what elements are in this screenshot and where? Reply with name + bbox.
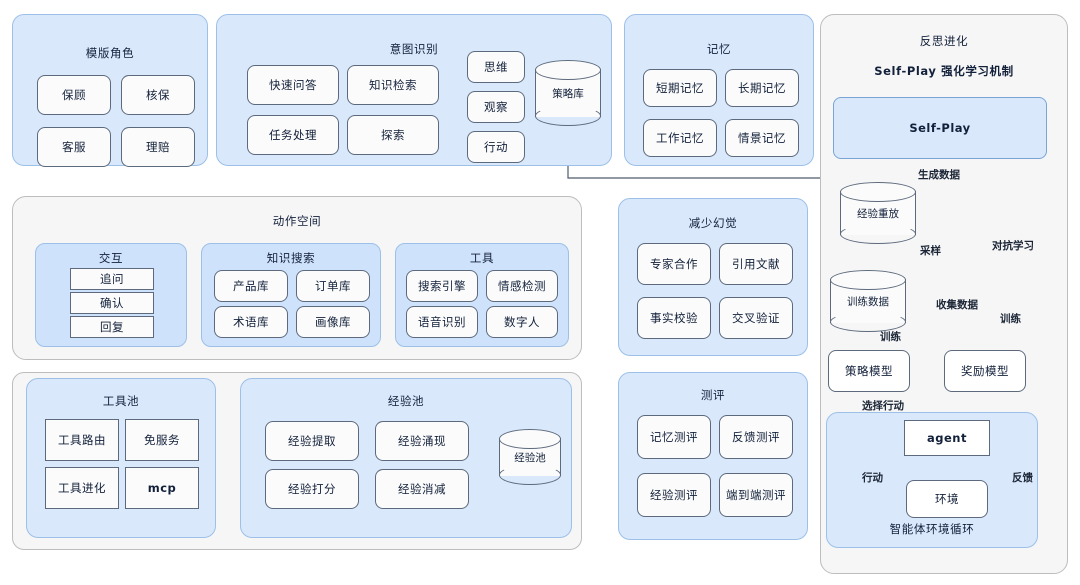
node-memory-4[interactable]: 情景记忆 — [725, 119, 799, 157]
node-experience-1[interactable]: 经验提取 — [265, 421, 359, 461]
node-tool-3[interactable]: 语音识别 — [406, 306, 478, 338]
group-title-template-roles: 模版角色 — [85, 46, 135, 60]
node-hallucination-4[interactable]: 交叉验证 — [719, 297, 793, 339]
node-tool-pool-4[interactable]: mcp — [125, 467, 199, 509]
node-intent-1[interactable]: 快速问答 — [247, 65, 339, 105]
node-knowledge-1[interactable]: 产品库 — [214, 270, 288, 302]
node-evaluation-2[interactable]: 反馈测评 — [719, 415, 793, 459]
database-training-data[interactable]: 训练数据 — [830, 270, 906, 332]
edge-label-sampling: 采样 — [920, 245, 941, 257]
node-memory-3[interactable]: 工作记忆 — [643, 119, 717, 157]
node-hallucination-1[interactable]: 专家合作 — [637, 243, 711, 285]
edge-label-train-right: 训练 — [1000, 313, 1021, 325]
node-interaction-1[interactable]: 追问 — [70, 268, 154, 290]
node-experience-4[interactable]: 经验消减 — [375, 469, 469, 509]
group-action-space: 动作空间 交互 追问 确认 回复 知识搜索 产品库 订单库 术语库 画像库 工具… — [12, 196, 582, 360]
group-reduce-hallucination: 减少幻觉 专家合作 引用文献 事实校验 交叉验证 — [618, 198, 808, 356]
group-title-action-space: 动作空间 — [272, 214, 322, 228]
group-experience-pool: 经验池 经验提取 经验涌现 经验打分 经验消减 经验池 — [240, 378, 572, 538]
node-template-role-4[interactable]: 理赔 — [121, 127, 195, 167]
node-evaluation-3[interactable]: 经验测评 — [637, 473, 711, 517]
node-template-role-2[interactable]: 核保 — [121, 75, 195, 115]
group-title-tool-pool: 工具池 — [102, 394, 140, 408]
group-title-hallucination: 减少幻觉 — [688, 216, 738, 230]
node-self-play[interactable]: Self-Play — [833, 97, 1047, 159]
node-knowledge-4[interactable]: 画像库 — [296, 306, 370, 338]
group-title-reflection: 反思进化 — [919, 34, 969, 48]
group-title-agent-loop: 智能体环境循环 — [889, 522, 975, 536]
group-evaluation: 测评 记忆测评 反馈测评 经验测评 端到端测评 — [618, 372, 808, 540]
node-evaluation-4[interactable]: 端到端测评 — [719, 473, 793, 517]
node-intent-4[interactable]: 探索 — [347, 115, 439, 155]
edge-label-generate-data: 生成数据 — [918, 169, 960, 181]
node-hallucination-3[interactable]: 事实校验 — [637, 297, 711, 339]
group-memory: 记忆 短期记忆 长期记忆 工作记忆 情景记忆 — [624, 14, 814, 166]
database-experience-pool[interactable]: 经验池 — [499, 429, 561, 485]
node-intent-3[interactable]: 任务处理 — [247, 115, 339, 155]
database-label-experience-pool: 经验池 — [514, 451, 546, 464]
cylinder-bottom — [535, 106, 601, 126]
subgroup-knowledge-search: 知识搜索 产品库 订单库 术语库 画像库 — [201, 243, 381, 347]
node-evaluation-1[interactable]: 记忆测评 — [637, 415, 711, 459]
node-knowledge-3[interactable]: 术语库 — [214, 306, 288, 338]
node-agent[interactable]: agent — [904, 420, 990, 456]
subgroup-title-knowledge: 知识搜索 — [266, 251, 316, 265]
database-label-strategy: 策略库 — [552, 87, 584, 100]
node-memory-1[interactable]: 短期记忆 — [643, 69, 717, 107]
node-intent-side-3[interactable]: 行动 — [467, 131, 525, 163]
edge-label-select-action: 选择行动 — [862, 400, 904, 412]
node-interaction-3[interactable]: 回复 — [70, 316, 154, 338]
node-intent-side-2[interactable]: 观察 — [467, 91, 525, 123]
group-title-experience-pool: 经验池 — [387, 394, 425, 408]
database-label-training-data: 训练数据 — [847, 295, 889, 308]
subgroup-tools: 工具 搜索引擎 情感检测 语音识别 数字人 — [395, 243, 569, 347]
node-tool-pool-1[interactable]: 工具路由 — [45, 419, 119, 461]
node-tool-pool-2[interactable]: 免服务 — [125, 419, 199, 461]
cylinder-bottom — [830, 312, 906, 332]
group-tool-pool: 工具池 工具路由 免服务 工具进化 mcp — [26, 378, 216, 538]
group-subtitle-selfplay-rl: Self-Play 强化学习机制 — [874, 64, 1014, 78]
node-reward-model[interactable]: 奖励模型 — [944, 350, 1026, 392]
node-tool-pool-3[interactable]: 工具进化 — [45, 467, 119, 509]
edge-label-collect-data: 收集数据 — [936, 299, 978, 311]
node-environment[interactable]: 环境 — [906, 480, 988, 518]
subgroup-interaction: 交互 追问 确认 回复 — [35, 243, 187, 347]
edge-label-train-left: 训练 — [880, 331, 901, 343]
node-experience-3[interactable]: 经验打分 — [265, 469, 359, 509]
node-tool-4[interactable]: 数字人 — [486, 306, 558, 338]
node-policy-model[interactable]: 策略模型 — [828, 350, 910, 392]
node-knowledge-2[interactable]: 订单库 — [296, 270, 370, 302]
group-title-intent: 意图识别 — [389, 42, 439, 56]
cylinder-bottom — [840, 224, 916, 244]
node-experience-2[interactable]: 经验涌现 — [375, 421, 469, 461]
group-template-roles: 模版角色 保顾 核保 客服 理赔 — [12, 14, 208, 167]
node-memory-2[interactable]: 长期记忆 — [725, 69, 799, 107]
node-tool-2[interactable]: 情感检测 — [486, 270, 558, 302]
database-experience-replay[interactable]: 经验重放 — [840, 182, 916, 244]
node-template-role-3[interactable]: 客服 — [37, 127, 111, 167]
cylinder-top — [840, 182, 916, 202]
node-hallucination-2[interactable]: 引用文献 — [719, 243, 793, 285]
node-template-role-1[interactable]: 保顾 — [37, 75, 111, 115]
subgroup-title-interaction: 交互 — [98, 251, 124, 265]
edge-label-feedback: 反馈 — [1012, 472, 1033, 484]
database-label-experience-replay: 经验重放 — [857, 207, 899, 220]
cylinder-bottom — [499, 465, 561, 485]
node-intent-side-1[interactable]: 思维 — [467, 51, 525, 83]
cylinder-top — [535, 60, 601, 80]
node-interaction-2[interactable]: 确认 — [70, 292, 154, 314]
node-tool-1[interactable]: 搜索引擎 — [406, 270, 478, 302]
edge-label-action: 行动 — [862, 472, 883, 484]
cylinder-top — [499, 429, 561, 449]
node-intent-2[interactable]: 知识检索 — [347, 65, 439, 105]
edge-label-adversarial-learning: 对抗学习 — [992, 240, 1034, 252]
subgroup-title-tools: 工具 — [469, 251, 495, 265]
cylinder-top — [830, 270, 906, 290]
group-title-evaluation: 测评 — [700, 388, 726, 402]
group-title-memory: 记忆 — [706, 42, 732, 56]
database-strategy-store[interactable]: 策略库 — [535, 60, 601, 126]
